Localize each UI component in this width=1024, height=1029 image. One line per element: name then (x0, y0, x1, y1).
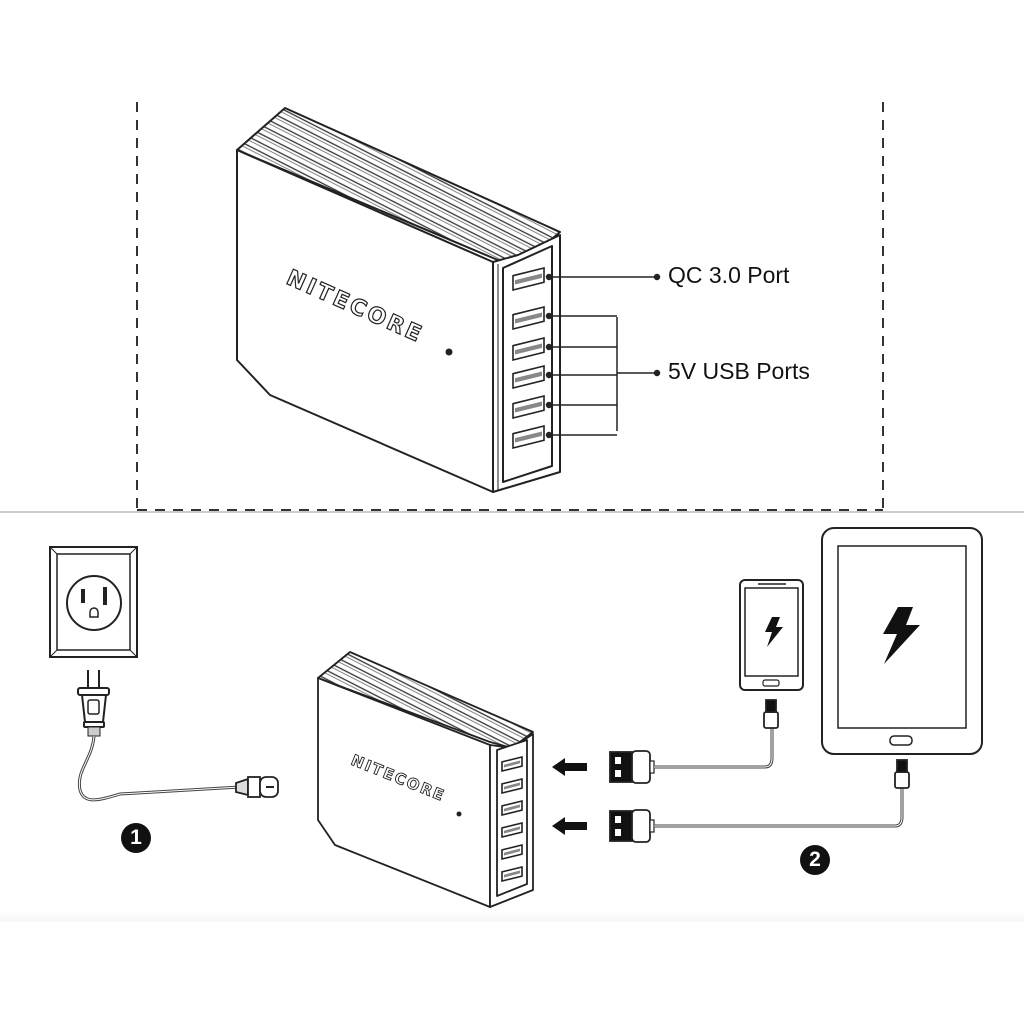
insert-arrows (552, 758, 587, 835)
usb-ports-small (501, 755, 523, 883)
usb-5v-port-small (501, 821, 523, 839)
port-panel (502, 245, 553, 483)
usb-5v-port-small (501, 865, 523, 883)
arrow-left-icon (552, 758, 587, 776)
brand-dot-small (456, 811, 462, 817)
usb-5v-port (512, 394, 545, 420)
usb-5v-port-small (501, 777, 523, 795)
step-2-badge: 2 (800, 845, 830, 875)
usb-5v-port-small (501, 843, 523, 861)
arrow-left-icon (552, 817, 587, 835)
bottom-shade (0, 910, 1024, 922)
charger-front-face (236, 149, 494, 493)
qc-port (512, 266, 545, 292)
charger-large (236, 107, 561, 493)
usb-5v-port-small (501, 799, 523, 817)
qc-port-label: QC 3.0 Port (668, 262, 790, 288)
usb-cable-tablet (609, 759, 910, 843)
usb-5v-port (512, 305, 545, 331)
brand-dot (445, 348, 453, 356)
usb-ports-large (512, 266, 545, 450)
charger-small (317, 651, 534, 908)
lightning-charge-icon (765, 617, 783, 647)
usb-5v-port (512, 364, 545, 390)
usb-5v-port (512, 424, 545, 450)
c8-connector (235, 776, 279, 798)
usb-ports-label: 5V USB Ports (668, 358, 810, 384)
wall-outlet (49, 546, 138, 658)
qc-port-small (501, 755, 523, 773)
usb-cable-phone (609, 699, 779, 784)
callout-lines (545, 273, 661, 439)
power-cord (77, 735, 241, 802)
dashed-frame (136, 102, 884, 511)
power-plug (77, 670, 110, 737)
lightning-charge-icon (883, 607, 920, 664)
usb-5v-port (512, 336, 545, 362)
step-1-badge: 1 (121, 823, 151, 853)
